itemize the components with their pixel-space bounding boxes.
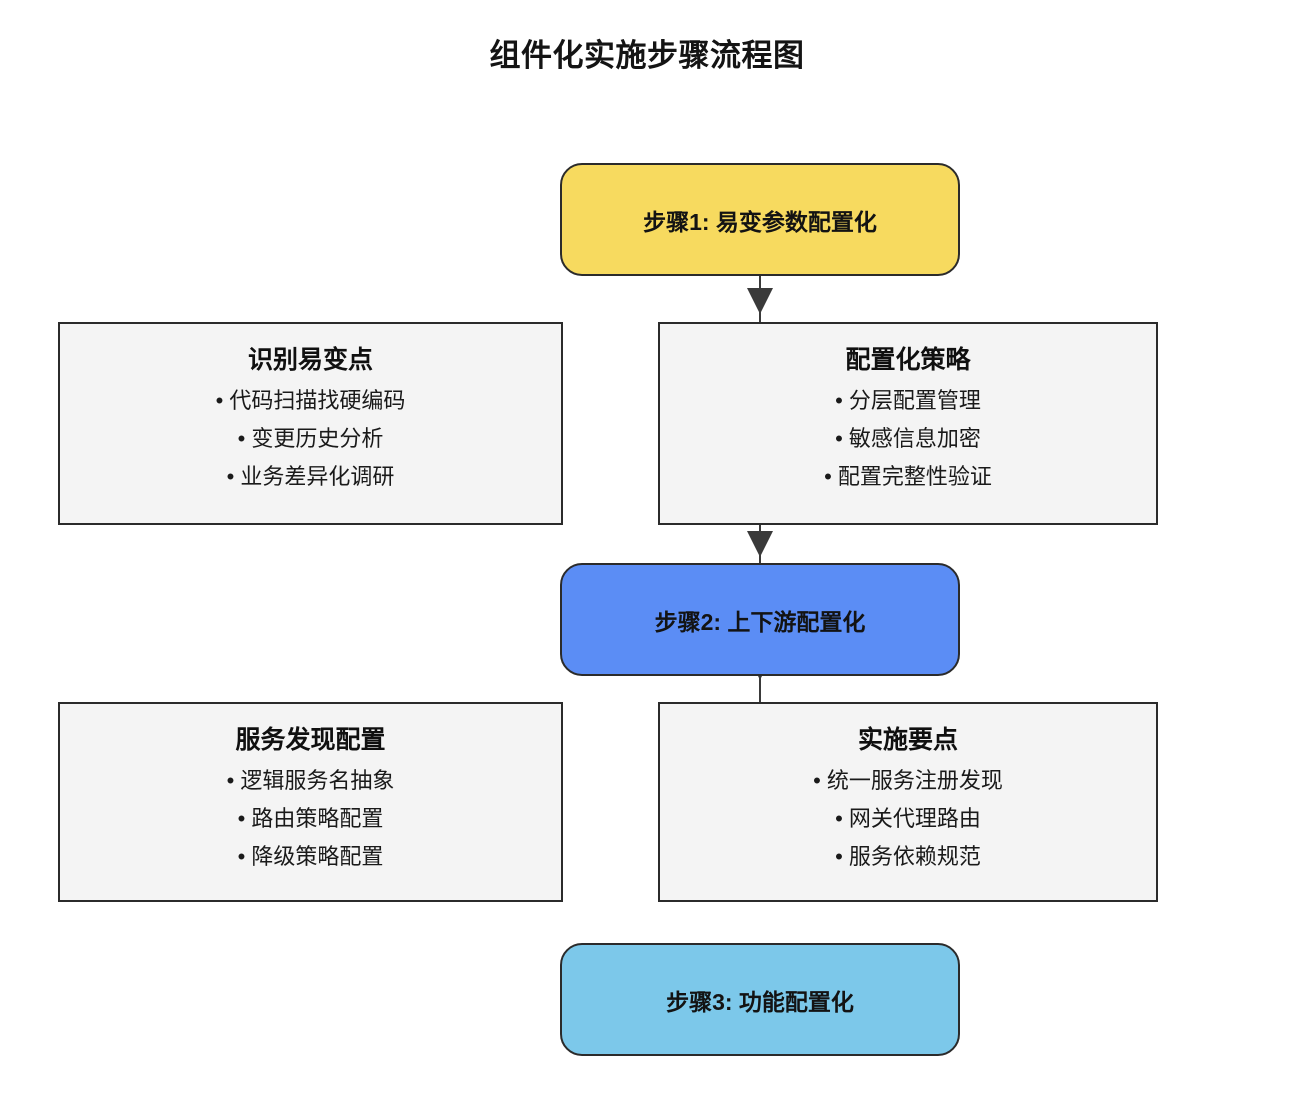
list-item: 网关代理路由 (813, 800, 1003, 838)
detail-box-strategy-list: 分层配置管理 敏感信息加密 配置完整性验证 (824, 382, 992, 496)
list-item: 降级策略配置 (227, 838, 395, 876)
list-item: 服务依赖规范 (813, 838, 1003, 876)
list-item: 配置完整性验证 (824, 458, 992, 496)
detail-box-keypoints-list: 统一服务注册发现 网关代理路由 服务依赖规范 (813, 762, 1003, 876)
step-node-2[interactable]: 步骤2: 上下游配置化 (560, 563, 960, 676)
detail-box-identify-title: 识别易变点 (247, 346, 373, 374)
list-item: 统一服务注册发现 (813, 762, 1003, 800)
step-node-2-label: 步骤2: 上下游配置化 (654, 608, 866, 635)
detail-box-strategy-title: 配置化策略 (845, 346, 971, 374)
page-title: 组件化实施步骤流程图 (489, 38, 805, 73)
arrow-down-icon (747, 288, 773, 314)
step-node-3[interactable]: 步骤3: 功能配置化 (560, 943, 960, 1056)
list-item: 路由策略配置 (227, 800, 395, 838)
detail-box-discovery-title: 服务发现配置 (235, 726, 386, 754)
detail-box-identify-list: 代码扫描找硬编码 变更历史分析 业务差异化调研 (216, 382, 406, 496)
list-item: 业务差异化调研 (216, 458, 406, 496)
detail-box-strategy: 配置化策略 分层配置管理 敏感信息加密 配置完整性验证 (658, 322, 1158, 525)
detail-box-discovery-list: 逻辑服务名抽象 路由策略配置 降级策略配置 (227, 762, 395, 876)
list-item: 敏感信息加密 (824, 420, 992, 458)
detail-box-keypoints-title: 实施要点 (857, 726, 958, 754)
step-node-3-label: 步骤3: 功能配置化 (666, 988, 854, 1015)
connector-step1-to-strategy (745, 276, 775, 324)
list-item: 代码扫描找硬编码 (216, 382, 405, 420)
list-item: 分层配置管理 (824, 382, 992, 420)
connector-strategy-to-step2 (745, 525, 775, 565)
detail-box-keypoints: 实施要点 统一服务注册发现 网关代理路由 服务依赖规范 (658, 702, 1158, 902)
detail-box-identify: 识别易变点 代码扫描找硬编码 变更历史分析 业务差异化调研 (58, 322, 563, 525)
detail-box-discovery: 服务发现配置 逻辑服务名抽象 路由策略配置 降级策略配置 (58, 702, 563, 902)
arrow-down-icon (747, 531, 773, 557)
step-node-1[interactable]: 步骤1: 易变参数配置化 (560, 163, 960, 276)
step-node-1-label: 步骤1: 易变参数配置化 (643, 208, 877, 235)
list-item: 变更历史分析 (216, 420, 406, 458)
list-item: 逻辑服务名抽象 (227, 762, 394, 800)
